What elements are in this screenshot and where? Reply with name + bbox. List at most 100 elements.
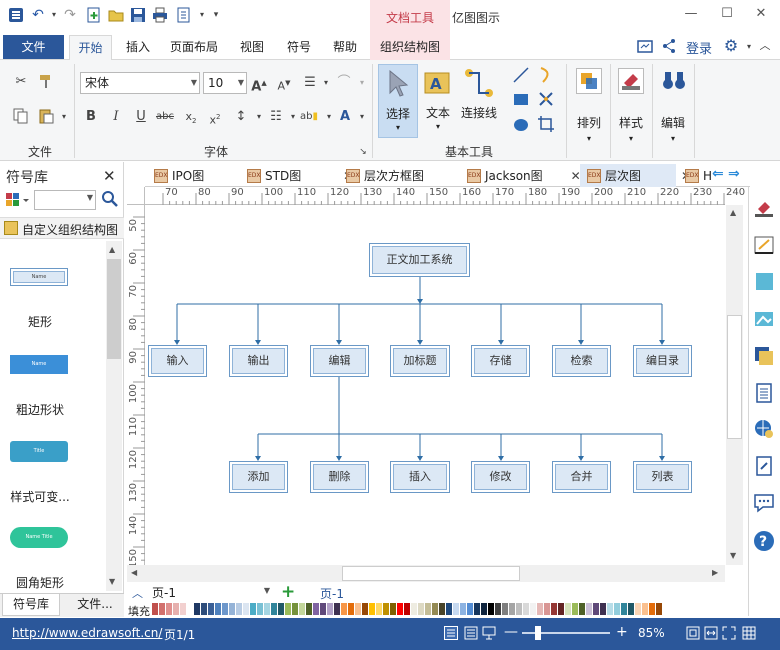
color-swatch[interactable] <box>383 603 389 615</box>
color-swatch[interactable] <box>579 603 585 615</box>
undo-dropdown-icon[interactable]: ▾ <box>51 10 56 19</box>
arrange-button[interactable]: 排列 ▾ <box>572 64 606 148</box>
share-icon[interactable] <box>660 38 678 56</box>
maximize-button[interactable]: ☐ <box>721 6 733 21</box>
font-name-select[interactable]: 宋体▼ <box>80 72 200 94</box>
paste-icon[interactable] <box>37 108 55 126</box>
color-swatch[interactable] <box>432 603 438 615</box>
app-menu-icon[interactable] <box>8 7 24 23</box>
settings-icon[interactable]: ⚙ <box>723 36 739 55</box>
hyperlink-panel-icon[interactable] <box>753 418 775 440</box>
grid-icon[interactable] <box>742 626 756 640</box>
shrink-font-icon[interactable]: A▼ <box>277 79 291 93</box>
tab-file-recovery[interactable]: 文件... <box>77 597 113 611</box>
edit-button[interactable]: 编辑 ▾ <box>656 64 690 148</box>
node-level1[interactable]: 输出 <box>229 345 288 377</box>
color-swatch[interactable] <box>355 603 361 615</box>
color-swatch[interactable] <box>656 603 662 615</box>
color-swatch[interactable] <box>544 603 550 615</box>
color-swatch[interactable] <box>215 603 221 615</box>
color-swatch[interactable] <box>425 603 431 615</box>
bold-icon[interactable]: B <box>86 109 96 124</box>
color-swatch[interactable] <box>495 603 501 615</box>
horizontal-scrollbar[interactable]: ◀ ▶ <box>127 565 725 582</box>
scroll-left-icon[interactable]: ◀ <box>131 568 138 577</box>
ellipse-tool-icon[interactable] <box>512 115 530 133</box>
color-swatch[interactable] <box>446 603 452 615</box>
file-tab[interactable]: 文件 <box>3 35 64 59</box>
tab-page-layout[interactable]: 页面布局 <box>169 40 218 54</box>
scroll-down-icon[interactable]: ▼ <box>730 551 737 560</box>
horizontal-scroll-thumb[interactable] <box>342 566 520 581</box>
color-swatch[interactable] <box>481 603 487 615</box>
color-swatch[interactable] <box>271 603 277 615</box>
color-swatch[interactable] <box>376 603 382 615</box>
color-swatch[interactable] <box>642 603 648 615</box>
style-button[interactable]: 样式 ▾ <box>614 64 648 148</box>
format-painter-icon[interactable] <box>37 73 55 91</box>
presentation-view-icon[interactable] <box>482 626 496 640</box>
color-swatch[interactable] <box>586 603 592 615</box>
tab-insert[interactable]: 插入 <box>125 40 150 54</box>
color-swatch[interactable] <box>523 603 529 615</box>
color-swatch[interactable] <box>474 603 480 615</box>
grow-font-icon[interactable]: A▲ <box>251 79 267 95</box>
color-swatch[interactable] <box>418 603 424 615</box>
doc-tab-hierarchy[interactable]: EDX 层次图 ✕ <box>583 166 691 186</box>
color-swatch[interactable] <box>320 603 326 615</box>
node-level2[interactable]: 合并 <box>552 461 611 493</box>
comment-panel-icon[interactable] <box>753 492 775 514</box>
node-level1[interactable]: 存储 <box>471 345 530 377</box>
color-swatch[interactable] <box>194 603 200 615</box>
color-swatch[interactable] <box>565 603 571 615</box>
scroll-right-icon[interactable]: ▶ <box>712 568 719 577</box>
color-swatch[interactable] <box>208 603 214 615</box>
library-close-icon[interactable]: ✕ <box>103 167 116 185</box>
color-swatch[interactable] <box>558 603 564 615</box>
attachment-panel-icon[interactable] <box>753 455 775 477</box>
scroll-down-icon[interactable]: ▼ <box>109 577 116 586</box>
library-search-input[interactable]: ▼ <box>34 190 96 210</box>
login-button[interactable]: 登录 <box>686 42 713 57</box>
color-swatch[interactable] <box>635 603 641 615</box>
node-level1[interactable]: 加标题 <box>390 345 450 377</box>
page-selector[interactable]: 页-1 ▼ <box>152 586 270 600</box>
minimize-button[interactable]: — <box>684 6 698 21</box>
website-link[interactable]: http://www.edrawsoft.cn/ <box>12 626 163 640</box>
scroll-up-icon[interactable]: ▲ <box>730 208 737 217</box>
color-swatch[interactable] <box>397 603 403 615</box>
shape-rounded-rect-preview[interactable]: Name Title <box>10 527 68 548</box>
color-swatch[interactable] <box>285 603 291 615</box>
doc-tab-ipo[interactable]: EDX IPO图 ✕ <box>150 166 256 186</box>
color-swatch[interactable] <box>257 603 263 615</box>
color-swatch[interactable] <box>453 603 459 615</box>
arc-tool-icon[interactable] <box>537 66 555 84</box>
node-level1[interactable]: 编辑 <box>310 345 369 377</box>
cut-icon[interactable]: ✂ <box>15 74 27 89</box>
color-swatch[interactable] <box>341 603 347 615</box>
publish-icon[interactable] <box>636 38 654 56</box>
tab-help[interactable]: 帮助 <box>332 40 357 54</box>
line-panel-icon[interactable] <box>753 234 775 256</box>
drawing-canvas[interactable]: 正文加工系统 输入 输出 编辑 加标题 存储 检索 编目录 添加 删除 插入 修… <box>145 205 725 565</box>
normal-view-icon[interactable] <box>444 626 458 640</box>
image-panel-icon[interactable] <box>753 308 775 330</box>
color-swatch[interactable] <box>278 603 284 615</box>
color-swatch[interactable] <box>264 603 270 615</box>
bullets-icon[interactable]: ☷ <box>270 109 282 124</box>
subscript-icon[interactable]: x2 <box>185 110 197 126</box>
vertical-scroll-thumb[interactable] <box>727 315 742 439</box>
color-swatch[interactable] <box>292 603 298 615</box>
vertical-scrollbar[interactable]: ▲ ▼ <box>726 205 743 565</box>
color-swatch[interactable] <box>404 603 410 615</box>
color-swatch[interactable] <box>390 603 396 615</box>
color-swatch[interactable] <box>614 603 620 615</box>
search-icon[interactable] <box>102 191 118 211</box>
rectangle-tool-icon[interactable] <box>512 90 530 108</box>
color-swatch[interactable] <box>369 603 375 615</box>
doc-tab-hierarchy-box[interactable]: EDX 层次方框图 ✕ <box>342 166 480 186</box>
color-swatch[interactable] <box>313 603 319 615</box>
color-swatch[interactable] <box>152 603 158 615</box>
color-swatch[interactable] <box>173 603 179 615</box>
font-dialog-launcher-icon[interactable]: ↘ <box>359 147 367 157</box>
